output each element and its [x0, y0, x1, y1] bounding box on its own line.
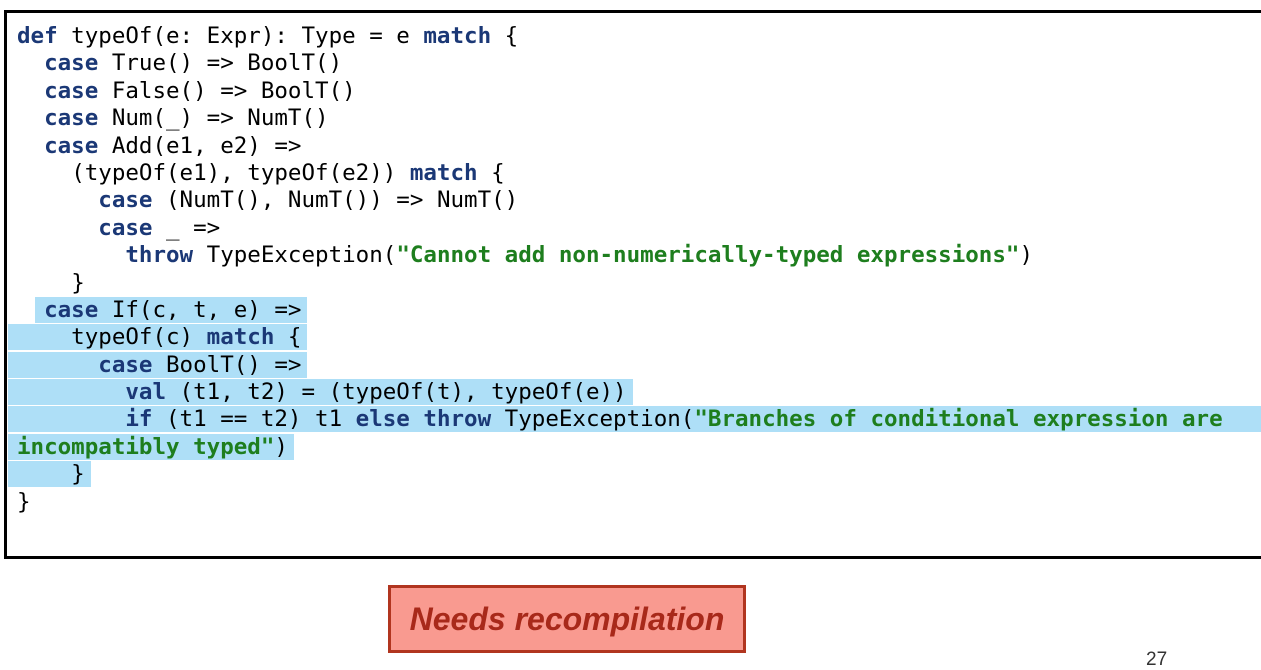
code-keyword: def: [17, 23, 58, 49]
code-text: {: [477, 159, 505, 186]
code-text: [17, 379, 125, 405]
code-line: typeOf(c) match {: [17, 324, 1261, 351]
code-line: (typeOf(e1), typeOf(e2)) match {: [17, 160, 1261, 187]
code-text: Add(e1, e2) =>: [98, 132, 302, 159]
code-keyword: case: [98, 214, 153, 241]
highlighted-code: typeOf(c) match {: [17, 324, 302, 351]
code-line: }: [17, 489, 1261, 516]
highlighted-code: case If(c, t, e) =>: [44, 296, 302, 323]
code-line: incompatibly typed"): [17, 433, 1261, 461]
code-line: case If(c, t, e) =>: [17, 296, 1261, 324]
highlighted-code: incompatibly typed"): [17, 433, 288, 460]
highlighted-code: if (t1 == t2) t1 else throw TypeExceptio…: [17, 406, 1261, 433]
code-line: def typeOf(e: Expr): Type = e match {: [17, 23, 1261, 50]
highlighted-code: val (t1, t2) = (typeOf(t), typeOf(e)): [17, 379, 627, 406]
code-keyword: throw: [423, 406, 492, 433]
code-keyword: case: [44, 105, 99, 132]
code-keyword: case: [98, 187, 153, 214]
code-text: {: [274, 324, 302, 351]
code-keyword: match: [423, 23, 492, 49]
code-block: def typeOf(e: Expr): Type = e match { ca…: [4, 10, 1261, 559]
code-string: "Branches of conditional expression are: [694, 406, 1223, 433]
code-line: case Add(e1, e2) =>: [17, 133, 1261, 160]
code-line: if (t1 == t2) t1 else throw TypeExceptio…: [17, 406, 1261, 433]
code-keyword: val: [125, 379, 167, 406]
code-text: (t1 == t2) t1: [152, 406, 356, 433]
code-line: throw TypeException("Cannot add non-nume…: [17, 242, 1261, 269]
code-keyword: case: [44, 296, 99, 323]
code-keyword: match: [206, 324, 275, 351]
code-text: [17, 406, 125, 432]
code-keyword: match: [409, 159, 478, 186]
code-text: If(c, t, e) =>: [98, 296, 302, 323]
code-text: BoolT() =>: [152, 351, 302, 378]
code-string: incompatibly typed": [17, 433, 275, 460]
code-keyword: case: [98, 351, 153, 378]
code-text: TypeException(: [193, 242, 397, 269]
code-line: case BoolT() =>: [17, 351, 1261, 379]
code-text: _ =>: [152, 214, 221, 241]
code-keyword: case: [44, 50, 99, 77]
code-keyword: case: [44, 77, 99, 104]
page-number: 27: [1146, 649, 1168, 670]
code-line: case Num(_) => NumT(): [17, 105, 1261, 132]
code-text: (NumT(), NumT()) => NumT(): [152, 187, 519, 214]
code-line: val (t1, t2) = (typeOf(t), typeOf(e)): [17, 379, 1261, 406]
code-line: case _ =>: [17, 215, 1261, 242]
code-text: {: [491, 23, 519, 49]
code-line: case (NumT(), NumT()) => NumT(): [17, 187, 1261, 214]
code-text: False() => BoolT(): [98, 77, 356, 104]
code-line: case True() => BoolT(): [17, 50, 1261, 77]
highlighted-code: }: [17, 461, 85, 488]
code-line: }: [17, 461, 1261, 488]
code-text: typeOf(c): [17, 324, 207, 351]
needs-recompilation-callout: Needs recompilation: [388, 585, 746, 653]
code-text: ): [274, 433, 288, 460]
code-text: (t1, t2) = (typeOf(t), typeOf(e)): [166, 379, 627, 406]
code-line: }: [17, 270, 1261, 297]
code-text: True() => BoolT(): [98, 50, 343, 77]
code-text: }: [71, 269, 85, 296]
code-text: [410, 406, 424, 432]
code-keyword: case: [44, 132, 99, 159]
code-text: typeOf(e: Expr): Type = e: [57, 23, 424, 49]
code-text: [17, 352, 98, 378]
code-text: }: [17, 488, 31, 515]
code-text: }: [17, 461, 85, 488]
code-keyword: throw: [125, 242, 194, 269]
code-text: Num(_) => NumT(): [98, 105, 329, 132]
highlighted-code: case BoolT() =>: [17, 351, 302, 378]
code-string: "Cannot add non-numerically-typed expres…: [396, 242, 1020, 269]
code-line: case False() => BoolT(): [17, 78, 1261, 105]
code-text: ): [1019, 242, 1033, 269]
code-text: (typeOf(e1), typeOf(e2)): [71, 159, 410, 186]
code-keyword: else: [355, 406, 410, 433]
code-keyword: if: [125, 406, 153, 433]
callout-label: Needs recompilation: [409, 600, 725, 637]
code-text: TypeException(: [491, 406, 695, 433]
